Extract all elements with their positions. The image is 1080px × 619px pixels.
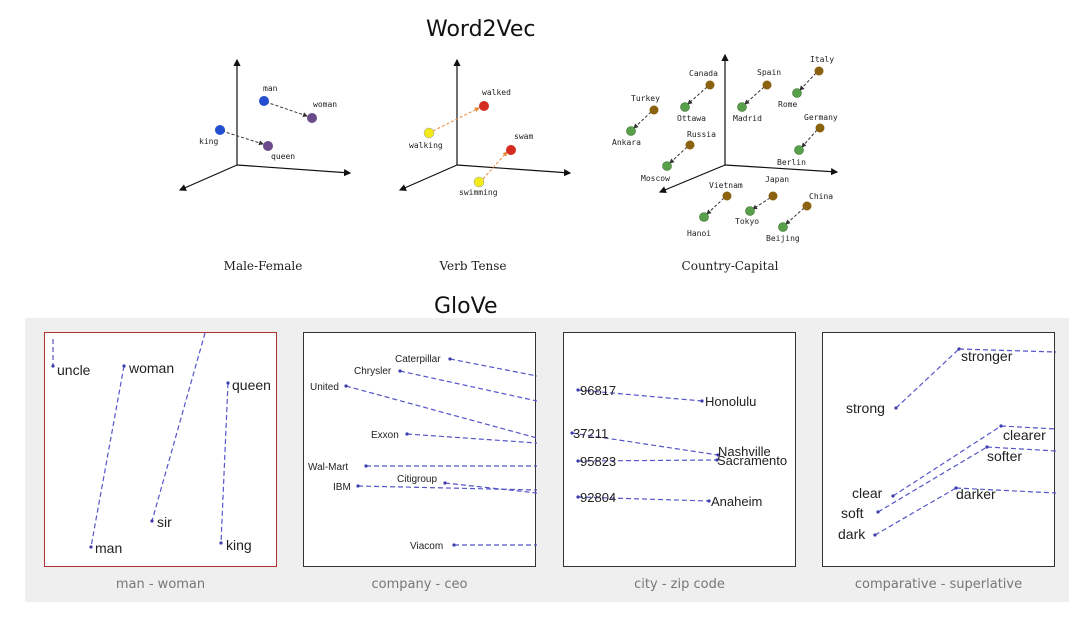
label-russia: Russia xyxy=(687,130,716,139)
label-ankara: Ankara xyxy=(612,138,641,147)
word-exxon: Exxon xyxy=(371,430,399,441)
label-china: China xyxy=(809,192,833,201)
verb-tense-diagram: walked walking swam swimming xyxy=(398,58,572,197)
axes xyxy=(398,58,572,191)
word-queen: queen xyxy=(232,377,271,393)
word-darker: darker xyxy=(956,486,996,502)
word-woman: woman xyxy=(128,360,174,376)
country-capital-caption: Country-Capital xyxy=(681,259,779,273)
label-canada: Canada xyxy=(689,69,718,78)
word-92804: 92804 xyxy=(580,490,616,505)
word-nashville: Nashville xyxy=(718,444,771,459)
word-caterpillar: Caterpillar xyxy=(395,354,441,365)
point-man xyxy=(259,96,269,106)
label-queen: queen xyxy=(271,152,295,161)
word-king: king xyxy=(226,537,252,553)
word2vec-title: Word2Vec xyxy=(426,17,536,42)
label-walking: walking xyxy=(409,141,443,150)
label-man: man xyxy=(263,84,278,93)
label-walked: walked xyxy=(482,88,511,97)
axes xyxy=(658,53,839,194)
label-swimming: swimming xyxy=(459,188,498,197)
capital-points xyxy=(626,88,804,232)
label-tokyo: Tokyo xyxy=(735,217,759,226)
point-walking xyxy=(423,127,435,139)
word-sir: sir xyxy=(157,514,172,530)
word-strong: strong xyxy=(846,400,885,416)
label-japan: Japan xyxy=(765,175,789,184)
label-king: king xyxy=(199,137,218,146)
word-95823: 95823 xyxy=(580,454,616,469)
label-berlin: Berlin xyxy=(777,158,806,167)
word-clear: clear xyxy=(852,485,883,501)
male-female-caption: Male-Female xyxy=(223,259,303,273)
point-queen xyxy=(263,141,273,151)
glove-panel-man-woman: uncle woman queen sir man king xyxy=(44,332,277,567)
label-rome: Rome xyxy=(778,100,797,109)
glove-panel-comparative-superlative: stronger strong clearer softer clear dar… xyxy=(822,332,1056,567)
glove-panel-company-ceo: Caterpillar Chrysler United Exxon Wal-Ma… xyxy=(303,332,537,567)
word-dark: dark xyxy=(838,526,866,542)
word-96817: 96817 xyxy=(580,383,616,398)
male-female-diagram: man woman king queen xyxy=(178,58,352,191)
label-madrid: Madrid xyxy=(733,114,762,123)
word-chrysler: Chrysler xyxy=(354,366,392,377)
word-honolulu: Honolulu xyxy=(705,394,756,409)
word-anaheim: Anaheim xyxy=(711,494,762,509)
word-viacom: Viacom xyxy=(410,541,443,552)
label-beijing: Beijing xyxy=(766,234,800,243)
word-united: United xyxy=(310,382,339,393)
word-wal-mart: Wal-Mart xyxy=(308,462,348,473)
word-soft: soft xyxy=(841,505,864,521)
label-italy: Italy xyxy=(810,55,834,64)
glove-caption-city-zip: city - zip code xyxy=(634,577,725,592)
point-woman xyxy=(307,113,317,123)
glove-caption-comparative-superlative: comparative - superlative xyxy=(854,577,1023,592)
label-ottawa: Ottawa xyxy=(677,114,706,123)
axes xyxy=(178,58,352,191)
label-germany: Germany xyxy=(804,113,838,122)
word-softer: softer xyxy=(987,448,1022,464)
label-spain: Spain xyxy=(757,68,781,77)
point-king xyxy=(215,125,225,135)
word-man: man xyxy=(95,540,122,556)
word-sacramento: Sacramento xyxy=(717,453,787,468)
label-hanoi: Hanoi xyxy=(687,229,711,238)
country-capital-diagram: Canada Spain Italy Turkey Ottawa Madrid … xyxy=(612,53,839,243)
word-37211: 37211 xyxy=(573,426,608,441)
point-walked xyxy=(479,101,489,111)
country-points xyxy=(649,66,825,211)
glove-caption-company-ceo: company - ceo xyxy=(371,577,468,592)
label-swam: swam xyxy=(514,132,533,141)
glove-caption-man-woman: man - woman xyxy=(115,577,206,592)
word-ibm: IBM xyxy=(333,482,351,493)
word-clearer: clearer xyxy=(1003,427,1046,443)
word-citigroup: Citigroup xyxy=(397,474,437,485)
label-vietnam: Vietnam xyxy=(709,181,743,190)
glove-panel-city-zip: 96817 Honolulu 37211 Nashville 95823 Sac… xyxy=(563,332,796,567)
word-uncle: uncle xyxy=(57,362,91,378)
word-stronger: stronger xyxy=(961,348,1013,364)
glove-title: GloVe xyxy=(434,294,498,319)
verb-tense-caption: Verb Tense xyxy=(439,259,507,273)
label-woman: woman xyxy=(313,100,337,109)
point-swimming xyxy=(473,176,485,188)
label-turkey: Turkey xyxy=(631,94,660,103)
label-moscow: Moscow xyxy=(641,174,670,183)
point-swam xyxy=(506,145,516,155)
